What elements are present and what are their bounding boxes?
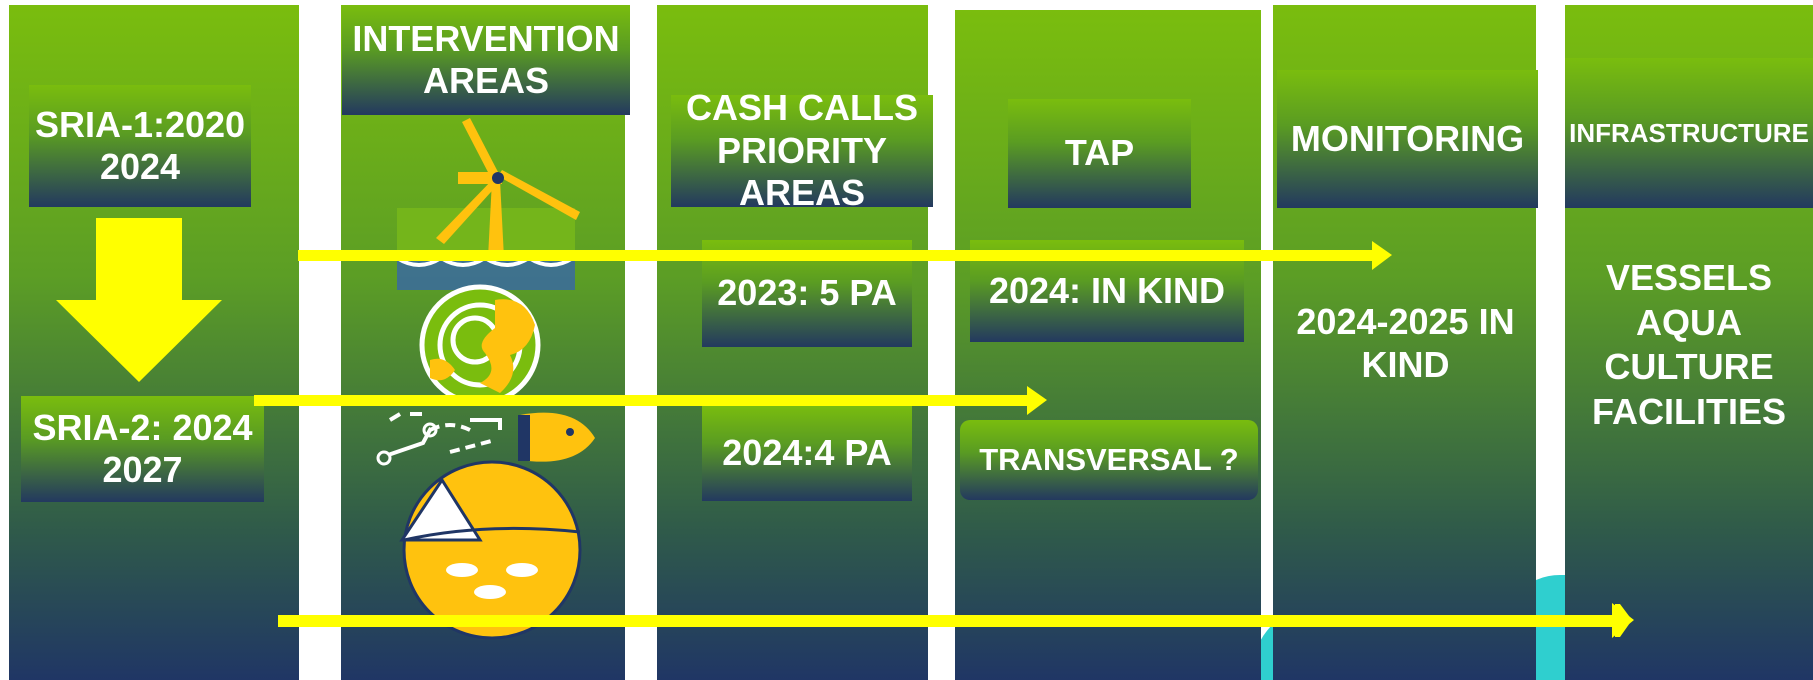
tap-header: TAP	[1008, 99, 1191, 208]
sria2-box: SRIA-2: 2024 2027	[21, 396, 264, 502]
timeline-arrow-3	[278, 603, 1634, 638]
monitoring-item-in-kind: 2024-2025 IN KIND	[1296, 301, 1515, 386]
intervention-areas-header: INTERVENTION AREAS	[342, 5, 630, 115]
timeline-arrow-2	[254, 386, 1047, 415]
cash-calls-header: CASH CALLS PRIORITY AREAS	[671, 87, 933, 213]
aquaculture-pie-icon	[399, 460, 582, 640]
sria1-box: SRIA-1:2020 2024	[29, 85, 251, 207]
tap-item-transversal: TRANSVERSAL ?	[960, 420, 1258, 500]
infrastructure-item-vessels: VESSELS AQUA CULTURE FACILITIES	[1591, 257, 1786, 432]
cash-calls-item-2024: 2024:4 PA	[702, 405, 912, 501]
timeline-arrow-1	[298, 241, 1392, 270]
sria-transition-arrow	[56, 218, 222, 382]
monitoring-header: MONITORING	[1277, 70, 1538, 208]
infrastructure-header: INFRASTRUCTURE	[1565, 58, 1813, 208]
fishing-route-icon	[376, 412, 595, 466]
wind-turbine-icon	[395, 118, 580, 290]
ocean-map-icon	[419, 284, 541, 406]
